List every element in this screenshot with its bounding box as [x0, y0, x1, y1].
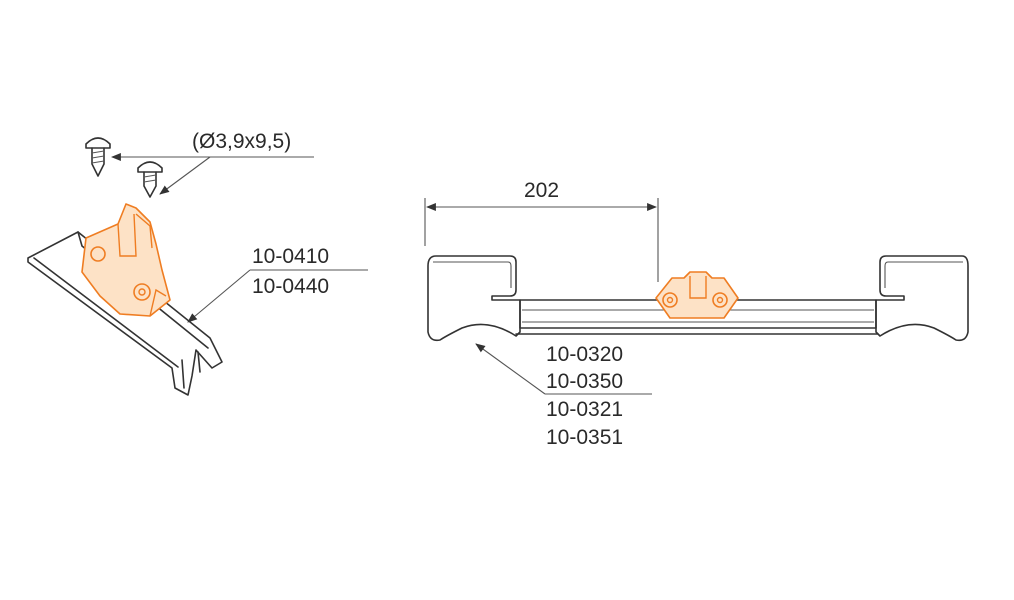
right-profile [875, 255, 969, 342]
right-bracket [655, 271, 739, 319]
right-section-view: 202 10-0320 10-0350 10-0321 10-0351 [424, 179, 969, 449]
left-part-label-b: 10-0440 [252, 275, 329, 298]
screw-icon [85, 137, 111, 177]
left-bracket [81, 203, 171, 317]
right-part-label-b: 10-0350 [546, 370, 623, 393]
right-part-label-c: 10-0321 [546, 398, 623, 421]
left-part-label-a: 10-0410 [252, 245, 329, 268]
right-part-label-d: 10-0351 [546, 426, 623, 449]
screw-spec-label: (Ø3,9x9,5) [192, 130, 291, 153]
left-isometric-view: (Ø3,9x9,5) 10-0410 10-0440 [27, 130, 368, 396]
right-part-label-a: 10-0320 [546, 343, 623, 366]
left-profile [427, 255, 521, 342]
screw-icon [137, 161, 163, 198]
dimension-label: 202 [524, 179, 559, 202]
